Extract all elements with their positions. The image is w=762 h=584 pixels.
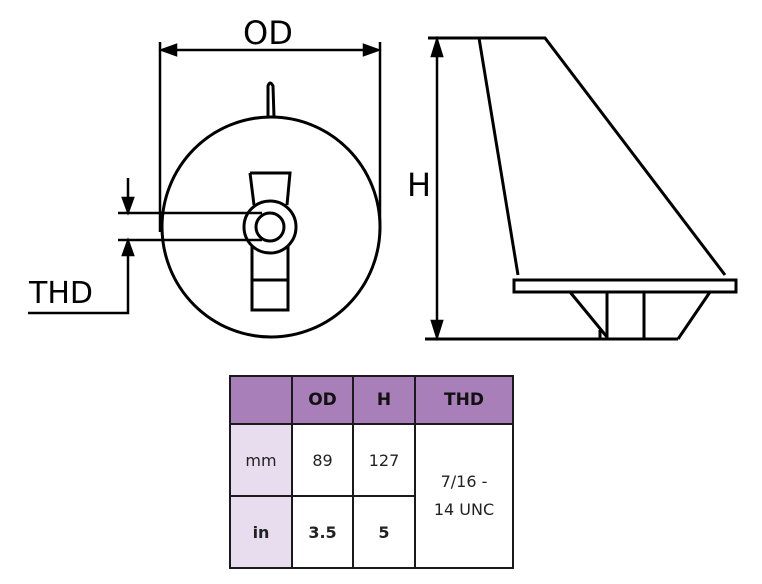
- h-label: H: [407, 166, 432, 204]
- header-od: OD: [291, 375, 354, 425]
- unit-cell: in: [229, 495, 293, 569]
- od-dimension: [158, 42, 382, 232]
- table-row: mm 89 127 7/16 - 14 UNC: [229, 423, 514, 569]
- h-cell: 127: [352, 423, 416, 497]
- thd-label: THD: [29, 276, 93, 311]
- header-h: H: [352, 375, 416, 425]
- dimensions-table: OD H THD mm 89 127 7/16 - 14 UNC in 3.5 …: [229, 375, 514, 569]
- od-cell: 89: [291, 423, 354, 497]
- table-row: in 3.5 5: [229, 495, 513, 569]
- header-cell: [229, 375, 293, 425]
- h-dimension: [430, 35, 444, 342]
- thd-dimension: [28, 178, 262, 315]
- od-cell: 3.5: [291, 495, 354, 569]
- thd-line-2: 14 UNC: [433, 500, 495, 519]
- table-header-row: OD H THD: [229, 375, 514, 425]
- thd-cell: 7/16 - 14 UNC: [414, 423, 514, 569]
- od-label: OD: [243, 14, 293, 52]
- h-cell: 5: [352, 495, 416, 569]
- front-view: [160, 81, 382, 339]
- header-thd: THD: [414, 375, 514, 425]
- unit-cell: mm: [229, 423, 293, 497]
- side-view: [425, 36, 738, 341]
- thd-line-1: 7/16 -: [440, 472, 488, 491]
